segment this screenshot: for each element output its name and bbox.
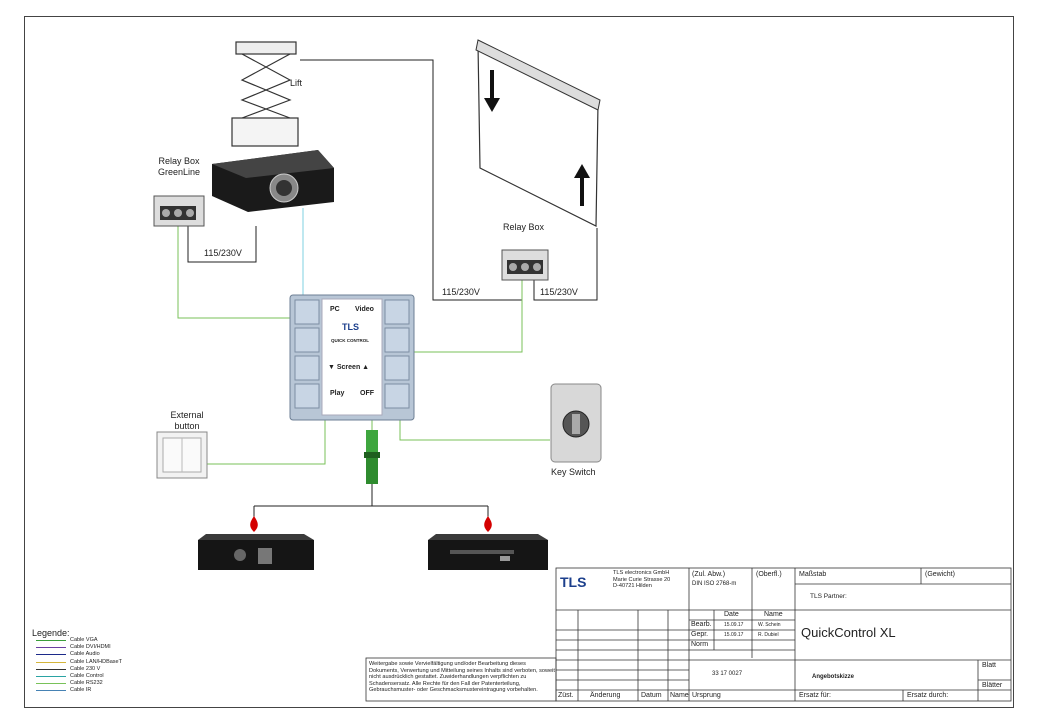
zul-abw-label: (Zul. Abw.) — [692, 571, 726, 578]
panel-button-screen[interactable]: ▼ Screen ▲ — [328, 364, 370, 371]
ir-emitter-icon — [364, 430, 380, 484]
legend-swatch — [36, 640, 66, 641]
legend-swatch — [36, 647, 66, 649]
copyright-notice: Weitergabe sowie Vervielfältigung und/od… — [369, 661, 555, 694]
panel-button-pc[interactable]: PC — [330, 306, 340, 313]
legend-item: Cable RS232 — [70, 680, 103, 687]
voltage-label-lift: 115/230V — [442, 287, 480, 297]
angebot-label: Angebotskizze — [812, 674, 855, 680]
ersatz-durch-label: Ersatz durch: — [907, 692, 949, 699]
drawing-title: QuickControl XL — [801, 625, 896, 640]
title-block-logo: TLS — [560, 574, 587, 590]
wire-greenline-to-panel — [177, 226, 290, 319]
legend-item: Cable LAN/HDBaseT — [70, 658, 122, 665]
key-switch-label: Key Switch — [551, 467, 596, 477]
wire-keyswitch-to-panel — [399, 420, 550, 441]
wire-ir-split — [253, 484, 489, 525]
legend-swatch — [36, 690, 66, 692]
relay-box-label: Relay Box — [503, 222, 545, 232]
ursprung-label: Ursprung — [692, 692, 721, 699]
panel-brand: QUICK CONTROL — [331, 338, 369, 343]
key-switch-icon — [550, 383, 602, 463]
lift-label: Lift — [290, 78, 303, 88]
panel-logo: TLS — [342, 322, 359, 332]
wire-button-to-panel — [207, 420, 326, 465]
norm-label: Norm — [691, 641, 709, 648]
relay-box-greenline-icon — [153, 195, 205, 227]
bearb-name: W. Schein — [758, 622, 781, 628]
projector-icon — [212, 150, 334, 212]
legend-swatch — [36, 683, 66, 685]
name-label: Name — [670, 692, 689, 699]
title-block-grid — [365, 567, 1012, 702]
projection-screen-icon — [475, 39, 601, 227]
disc-player-icon — [428, 534, 548, 570]
relay-box-greenline-label: Relay Box GreenLine — [157, 156, 201, 177]
din-label: DIN ISO 2768-m — [692, 581, 737, 587]
gepr-date: 15.09.17 — [724, 632, 744, 638]
blaetter-label: Blätter — [982, 682, 1003, 689]
quickcontrol-panel-icon — [289, 294, 415, 421]
lift-icon — [231, 41, 299, 147]
name-header: Name — [764, 611, 783, 618]
gepr-label: Gepr. — [691, 631, 709, 638]
legend-item: Cable VGA — [70, 637, 98, 643]
legend-title: Legende: — [32, 628, 70, 638]
legend-item: Cable DVI/HDMI — [70, 644, 111, 651]
wire-relay-power — [533, 228, 598, 301]
external-button-label: External button — [170, 410, 204, 431]
panel-button-video[interactable]: Video — [355, 306, 374, 313]
blatt-label: Blatt — [982, 662, 997, 669]
drawing-sheet — [24, 16, 1014, 708]
company-address: TLS electronics GmbH Marie Curie Strasse… — [613, 570, 671, 590]
legend-item: Cable IR — [70, 687, 92, 694]
legend-swatch — [36, 668, 66, 670]
voltage-label-greenline: 115/230V — [204, 248, 242, 258]
ir-led-icons — [250, 516, 492, 532]
wire-greenline-power — [187, 226, 257, 263]
relay-box-icon — [501, 249, 549, 281]
ersatz-fuer-label: Ersatz für: — [799, 692, 831, 699]
oberfl-label: (Oberfl.) — [756, 571, 782, 578]
panel-button-play[interactable]: Play — [330, 390, 345, 397]
legend-swatch — [36, 661, 66, 663]
massstab-label: Maßstab — [799, 571, 827, 578]
legend-item: Cable 230 V — [70, 665, 101, 672]
panel-button-off[interactable]: OFF — [360, 390, 374, 397]
voltage-label-screen: 115/230V — [540, 287, 578, 297]
amplifier-icon — [198, 534, 314, 570]
aenderung-label: Änderung — [590, 692, 621, 699]
tls-partner-label: TLS Partner: — [810, 593, 847, 600]
gepr-name: R. Dubiel — [758, 632, 779, 638]
bearb-label: Bearb. — [691, 621, 712, 628]
wires — [177, 59, 598, 525]
external-button-icon — [156, 431, 208, 479]
drawing-number: 33 17 0027 — [712, 671, 743, 677]
bearb-date: 15.09.17 — [724, 622, 744, 628]
datum-label: Datum — [641, 692, 662, 699]
legend-swatch — [36, 654, 66, 656]
legend-swatch — [36, 676, 66, 677]
date-header: Date — [724, 611, 739, 618]
wire-relay-to-panel — [413, 280, 523, 353]
legend-item: Cable Control — [70, 673, 104, 679]
zust-label: Züst. — [558, 692, 574, 699]
gewicht-label: (Gewicht) — [925, 571, 955, 578]
legend-item: Cable Audio — [70, 651, 100, 658]
